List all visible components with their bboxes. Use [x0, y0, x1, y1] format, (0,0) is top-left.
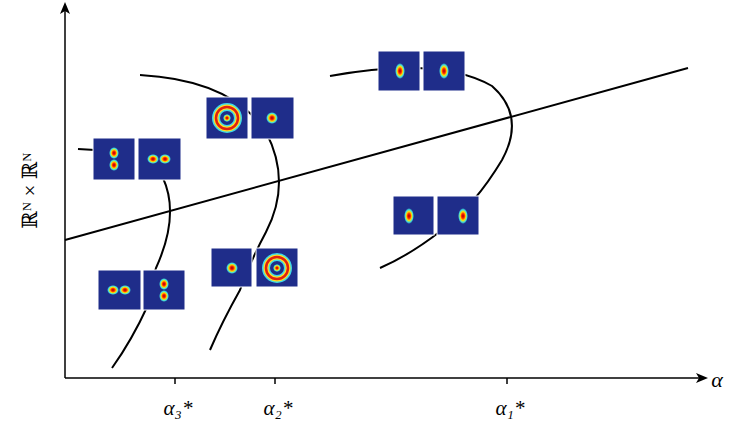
bifurcating-branches: [78, 68, 512, 368]
solution-image: [98, 270, 141, 310]
tick-label: α₃*: [164, 398, 193, 419]
solution-image: [138, 138, 181, 180]
solution-image: [393, 196, 434, 235]
ticks: [175, 378, 507, 384]
solution-image: [206, 97, 248, 139]
tick: [506, 378, 508, 384]
y-axis-arrowhead: [60, 2, 70, 14]
solution-image: [93, 138, 135, 180]
branch-alpha3: [78, 149, 95, 150]
solution-image: [256, 248, 298, 287]
trivial-branch: [65, 68, 688, 240]
y-axis: [64, 10, 66, 378]
branch-alpha1: [330, 68, 512, 268]
tick-label: α₁*: [496, 398, 525, 419]
x-axis: [65, 377, 700, 379]
tick: [174, 378, 176, 384]
tick-label: α₂*: [264, 398, 293, 419]
tick: [274, 378, 276, 384]
solution-image: [251, 97, 294, 139]
axis-label: ℝᴺ × ℝᴺ: [20, 152, 41, 229]
solution-image: [378, 51, 420, 91]
solution-image: [143, 270, 185, 310]
solution-image: [423, 51, 465, 91]
x-axis-arrowhead: [696, 373, 708, 383]
axes: [65, 10, 700, 378]
axis-label: α: [711, 369, 723, 391]
solution-image: [437, 196, 479, 235]
solution-image: [211, 248, 252, 287]
